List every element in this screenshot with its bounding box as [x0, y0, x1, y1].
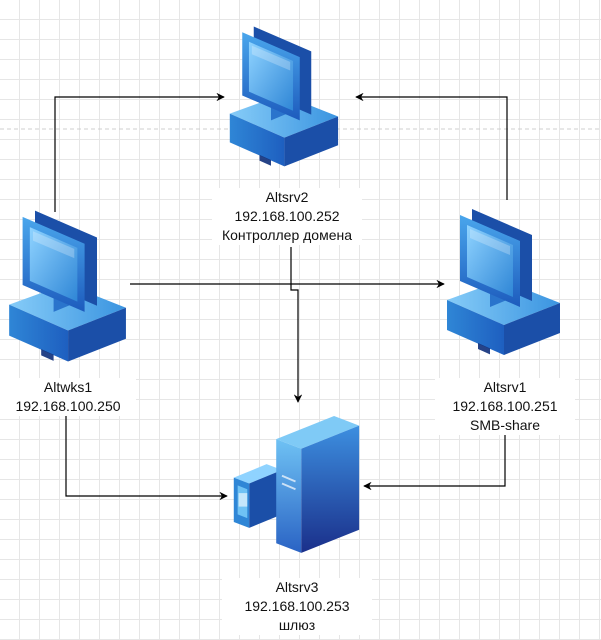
edge-altwks1-altsrv2: [54, 92, 225, 212]
edge-altwks1-altsrv3: [65, 415, 228, 501]
node-name: Altsrv1: [483, 379, 527, 395]
node-altsrv2[interactable]: [229, 26, 339, 167]
edge-altsrv1-altsrv2: [355, 92, 508, 200]
node-ip: 192.168.100.252: [234, 208, 340, 224]
node-name: Altwks1: [43, 379, 93, 395]
workstation-icon: [447, 209, 560, 355]
node-role: Контроллер домена: [221, 227, 353, 243]
node-altsrv3[interactable]: [232, 414, 361, 554]
node-role: шлюз: [278, 617, 316, 633]
node-ip: 192.168.100.251: [452, 398, 558, 414]
node-altwks1[interactable]: [9, 210, 126, 362]
node-ip: 192.168.100.253: [244, 598, 350, 614]
node-ip: 192.168.100.250: [15, 398, 121, 414]
node-label-altwks1: Altwks1 192.168.100.250: [0, 378, 136, 416]
server-tower-icon: [232, 414, 361, 554]
edge-altsrv1-altsrv3: [363, 432, 506, 491]
node-role: SMB-share: [469, 417, 541, 433]
node-name: Altsrv2: [265, 189, 309, 205]
workstation-icon: [229, 26, 339, 167]
node-altsrv1[interactable]: [447, 209, 560, 355]
node-name: Altsrv3: [275, 579, 319, 595]
node-label-altsrv1: Altsrv1 192.168.100.251 SMB-share: [435, 378, 575, 435]
edge-altsrv2-altsrv3: [290, 247, 303, 403]
node-label-altsrv3: Altsrv3 192.168.100.253 шлюз: [222, 578, 372, 635]
workstation-icon: [9, 210, 126, 362]
edges: [54, 92, 508, 501]
node-label-altsrv2: Altsrv2 192.168.100.252 Контроллер домен…: [212, 188, 362, 245]
